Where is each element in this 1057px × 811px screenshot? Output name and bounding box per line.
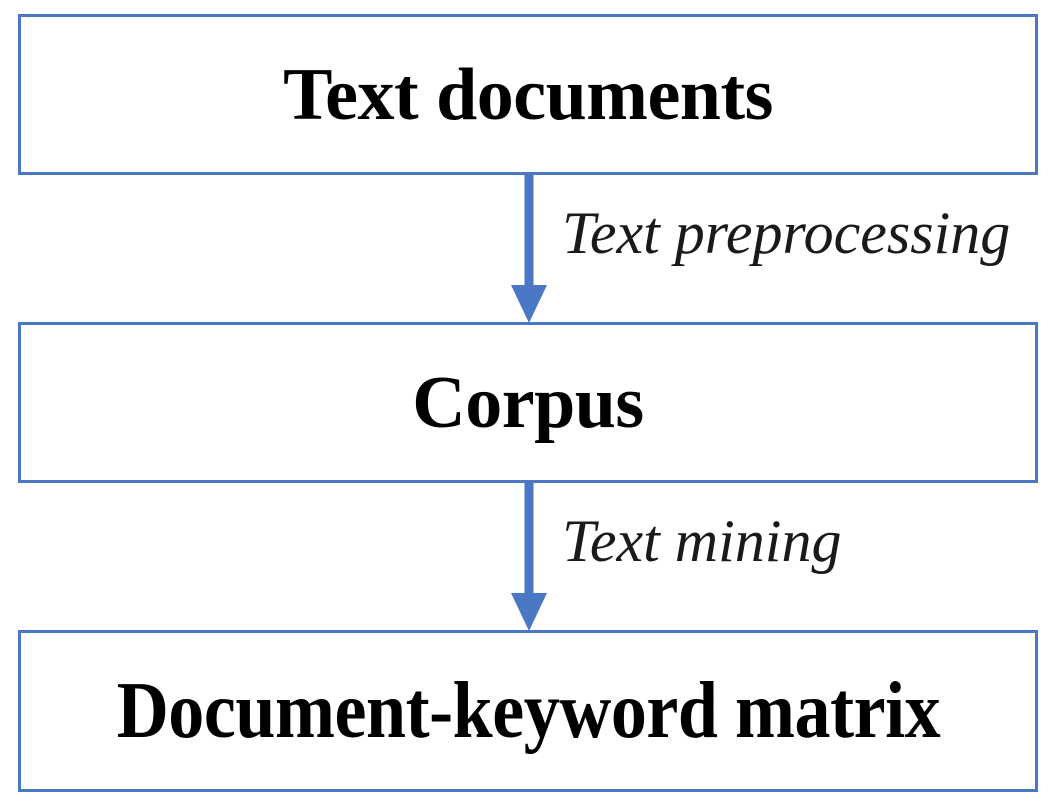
process-box-label: Text documents: [283, 53, 773, 136]
process-box-label: Document-keyword matrix: [116, 667, 940, 755]
flow-edge-label-text-mining: Text mining: [562, 508, 842, 574]
process-box-text-documents[interactable]: Text documents: [18, 14, 1038, 175]
process-box-document-keyword-matrix[interactable]: Document-keyword matrix: [18, 630, 1038, 792]
flow-arrow-down-icon: [510, 481, 548, 632]
process-box-label: Corpus: [412, 361, 644, 444]
flow-arrow-down-icon: [510, 173, 548, 324]
flow-edge-label-text-preprocessing: Text preprocessing: [562, 200, 1011, 266]
process-box-corpus[interactable]: Corpus: [18, 322, 1038, 483]
